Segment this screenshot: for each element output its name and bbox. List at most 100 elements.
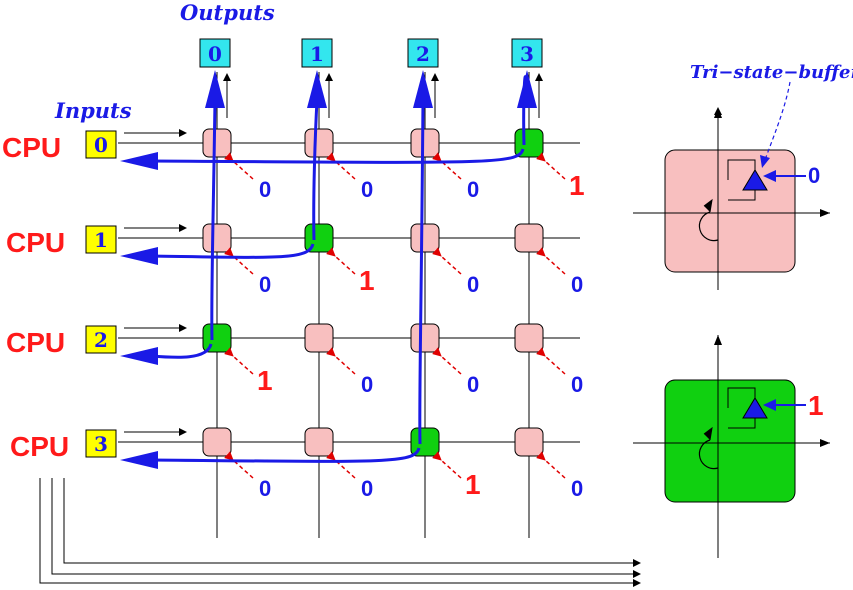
- switch-2-3: [514, 323, 544, 353]
- route-paths: [120, 70, 537, 469]
- inputs-title: Inputs: [54, 98, 132, 123]
- switch-0-1: [304, 128, 334, 158]
- tristate-buffer-icon: [742, 397, 768, 419]
- switch-2-2: [410, 323, 440, 353]
- route-back-arrowhead-icon: [120, 152, 158, 170]
- switch-2-1: [304, 323, 334, 353]
- cpu-label-1: CPU: [6, 227, 65, 258]
- pointer-arrow-icon: [326, 152, 356, 180]
- pointer-arrow-icon: [536, 451, 566, 479]
- switch-state-2-1: 0: [361, 372, 373, 397]
- input-box-1: [85, 225, 117, 254]
- input-label-1: 1: [94, 228, 108, 252]
- output-box-1: [301, 38, 333, 68]
- switch-state-0-0: 0: [259, 177, 271, 202]
- legend-on-state: 1: [808, 390, 824, 421]
- switch-1-2: [410, 223, 440, 253]
- route-back-arrowhead-icon: [120, 347, 158, 365]
- route-back-arrowhead-icon: [120, 451, 158, 469]
- pointer-arrow-icon: [326, 247, 356, 275]
- output-box-0: [199, 38, 231, 68]
- pointer-arrow-icon: [432, 152, 462, 180]
- input-box-0: [85, 130, 117, 159]
- switch-state-1-1: 1: [359, 265, 375, 296]
- crossbar-grid: [118, 72, 580, 538]
- output-label-1: 1: [310, 42, 324, 66]
- switch-arc-arrow-icon: [703, 198, 713, 213]
- on-switch-box: [664, 379, 796, 503]
- legend-off-switch: 0: [633, 81, 830, 290]
- switch-state-3-3: 0: [571, 476, 583, 501]
- route-up-2: [210, 99, 217, 341]
- route-back-arrowhead-icon: [120, 247, 158, 265]
- switch-1-3: [514, 223, 544, 253]
- switch-state-1-2: 0: [467, 272, 479, 297]
- route-up-arrowhead-icon: [413, 70, 433, 108]
- cpu-label-2: CPU: [6, 327, 65, 358]
- route-up-arrowhead-icon: [205, 70, 225, 108]
- switch-arc-arrow-icon: [703, 426, 713, 441]
- route-up-arrowhead-icon: [307, 70, 327, 108]
- switch-matrix: [202, 128, 544, 457]
- route-back-3: [149, 447, 421, 463]
- off-switch-box: [664, 149, 796, 273]
- route-up-1: [312, 99, 319, 241]
- pointer-arrow-icon: [224, 152, 254, 180]
- route-up-3: [418, 99, 425, 445]
- pointer-arrow-icon: [326, 347, 356, 375]
- pointer-arrow-icon: [224, 247, 254, 275]
- tristate-buffer-label: Tri−state−buffer: [690, 62, 853, 83]
- switch-state-3-0: 0: [259, 476, 271, 501]
- switch-2-0: [202, 323, 232, 353]
- input-label-0: 0: [94, 133, 108, 157]
- route-back-0: [149, 148, 525, 164]
- legend-off-state: 0: [808, 163, 820, 188]
- output-label-2: 2: [416, 42, 430, 66]
- outputs-title: Outputs: [180, 0, 275, 25]
- switch-1-1: [304, 223, 334, 253]
- pointer-arrow-icon: [432, 347, 462, 375]
- legend-on-switch: 1: [633, 335, 830, 558]
- output-label-3: 3: [520, 42, 534, 66]
- cpu-bus-lines: [39, 478, 641, 587]
- pointer-arrow-icon: [536, 152, 566, 180]
- cpu-label-0: CPU: [2, 132, 61, 163]
- output-box-3: [511, 38, 543, 68]
- input-box-2: [85, 325, 117, 354]
- input-label-2: 2: [94, 328, 108, 352]
- output-box-2: [407, 38, 439, 68]
- switch-0-0: [202, 128, 232, 158]
- pointer-arrow-icon: [536, 247, 566, 275]
- switch-0-2: [410, 128, 440, 158]
- switch-state-0-1: 0: [361, 177, 373, 202]
- switch-state-0-3: 1: [569, 170, 585, 201]
- route-back-1: [149, 243, 315, 259]
- input-box-3: [85, 429, 117, 458]
- switch-state-1-0: 0: [259, 272, 271, 297]
- route-up-arrowhead-icon: [517, 70, 537, 108]
- tristate-buffer-icon: [742, 169, 768, 191]
- output-label-0: 0: [208, 42, 222, 66]
- switch-state-2-3: 0: [571, 372, 583, 397]
- output-ports: 0 1 2 3: [199, 38, 543, 118]
- switch-1-0: [202, 223, 232, 253]
- switch-3-1: [304, 427, 334, 457]
- pointer-arrow-icon: [432, 247, 462, 275]
- switch-state-3-1: 0: [361, 476, 373, 501]
- switch-state-0-2: 0: [467, 177, 479, 202]
- pointer-arrow-icon: [224, 347, 254, 375]
- switch-state-2-0: 1: [257, 365, 273, 396]
- switch-3-0: [202, 427, 232, 457]
- pointer-arrow-icon: [432, 451, 462, 479]
- switch-state-1-3: 0: [571, 272, 583, 297]
- switch-3-3: [514, 427, 544, 457]
- pointer-arrow-icon: [326, 451, 356, 479]
- route-back-2: [149, 343, 213, 359]
- pointer-arrow-icon: [224, 451, 254, 479]
- switch-state-2-2: 0: [467, 372, 479, 397]
- pointer-arrow-icon: [536, 347, 566, 375]
- input-label-3: 3: [94, 432, 108, 456]
